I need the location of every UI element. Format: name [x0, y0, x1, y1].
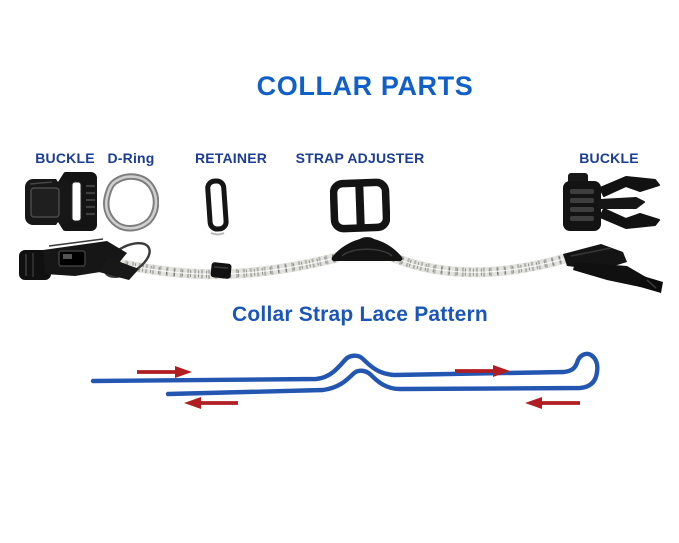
collar-adjuster	[331, 237, 403, 262]
part-label-d-ring: D-Ring	[107, 150, 155, 166]
d-ring-icon	[103, 173, 159, 232]
part-label-buckle-right: BUCKLE	[579, 150, 639, 166]
page-title: COLLAR PARTS	[256, 71, 474, 101]
part-label-buckle-left: BUCKLE	[35, 150, 95, 166]
assembled-collar-image	[19, 237, 663, 293]
side-release-buckle-female-icon	[25, 171, 97, 233]
direction-arrow-right-1	[137, 366, 192, 378]
part-label-strap-adjuster: STRAP ADJUSTER	[295, 150, 425, 166]
side-release-buckle-male-icon	[563, 173, 660, 231]
direction-arrow-left-2	[525, 397, 580, 409]
retainer-loop-icon	[205, 178, 229, 236]
direction-arrow-right-2	[455, 365, 510, 377]
direction-arrow-left-1	[184, 397, 238, 409]
lace-pattern-title: Collar Strap Lace Pattern	[232, 303, 488, 326]
collar-retainer	[210, 262, 232, 279]
lace-pattern-diagram	[90, 351, 600, 409]
strap-adjuster-icon	[330, 178, 390, 233]
collar-right-buckle	[563, 244, 663, 293]
part-label-retainer: RETAINER	[194, 150, 268, 166]
collar-left-buckle	[19, 238, 139, 280]
lace-path	[90, 351, 600, 397]
